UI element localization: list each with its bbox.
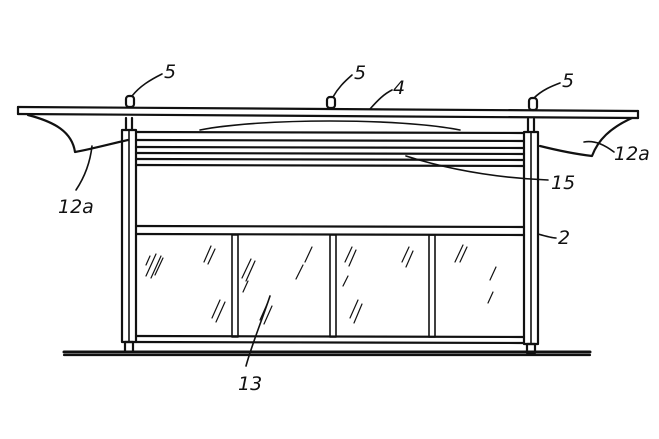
leader-post-left — [131, 73, 163, 97]
leader-louvers — [405, 155, 549, 181]
left-column — [120, 116, 138, 354]
left-canopy-wing — [26, 113, 130, 154]
label-post-right: 5 — [562, 70, 574, 92]
leader-roof — [369, 89, 393, 110]
ground-line — [62, 350, 592, 357]
glass-panel-2 — [241, 246, 313, 325]
label-post-center: 5 — [354, 62, 366, 84]
leader-canopy-left — [75, 145, 93, 191]
top-post-right — [527, 96, 539, 112]
label-canopy-right: 12a — [614, 143, 650, 165]
right-canopy-wing — [538, 116, 634, 158]
top-post-left — [124, 94, 136, 109]
leader-post-right — [533, 82, 561, 99]
louver-section — [134, 130, 526, 168]
glass-panel-3 — [342, 246, 414, 324]
leader-glass — [245, 295, 271, 367]
leader-post-center — [332, 74, 353, 98]
leader-canopy-right — [583, 140, 615, 153]
label-roof: 4 — [393, 77, 405, 99]
glass-panel-1 — [145, 245, 226, 323]
glass-panel-4 — [454, 244, 497, 304]
fascia-bottom-rail — [134, 224, 526, 229]
label-post-left: 5 — [164, 61, 176, 83]
glazing-frame — [134, 234, 526, 345]
label-glass-panel: 13 — [238, 373, 262, 395]
label-louvers: 15 — [551, 172, 575, 194]
label-canopy-left: 12a — [58, 196, 94, 218]
roof-arch — [199, 120, 461, 131]
leader-column — [537, 233, 557, 239]
right-column — [522, 117, 540, 355]
label-column: 2 — [558, 227, 570, 249]
top-post-center — [325, 95, 337, 110]
